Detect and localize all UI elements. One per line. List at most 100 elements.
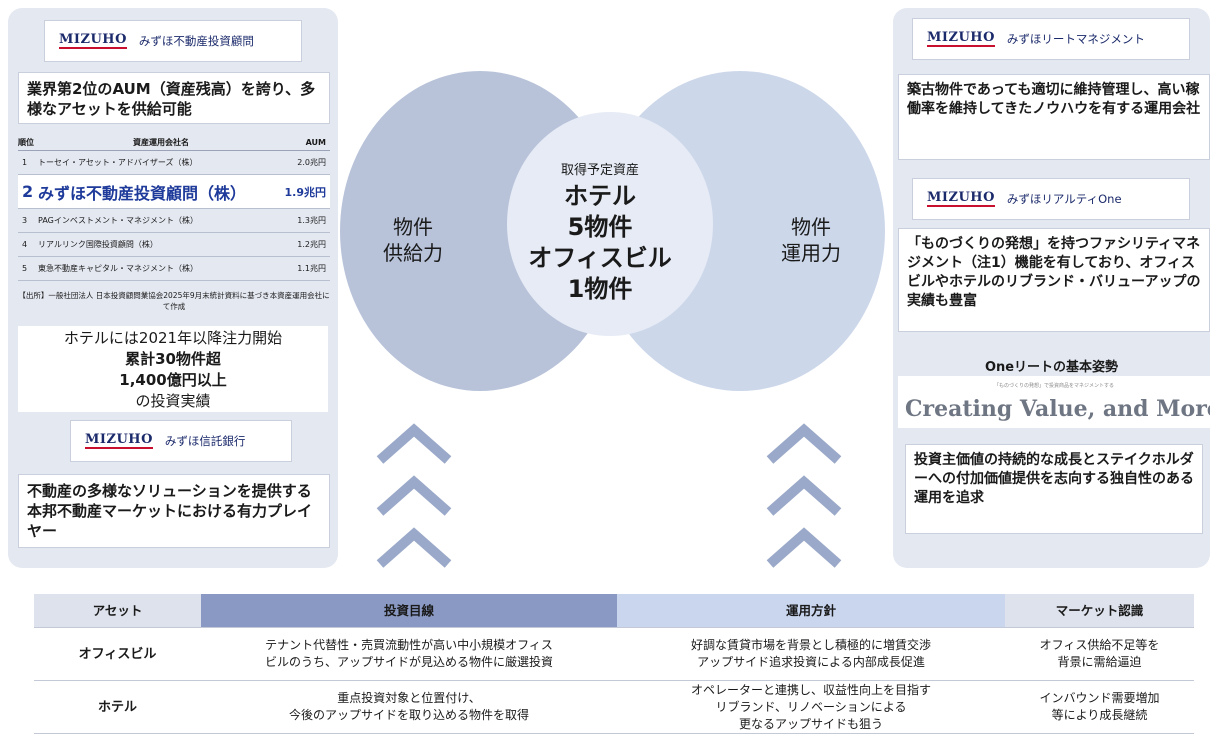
cell-line: 等により成長継続: [1051, 708, 1148, 722]
header-asset: アセット: [34, 594, 201, 627]
asset-cell: ホテル: [97, 699, 137, 715]
mizuho-brand: MIZUHO: [59, 32, 127, 49]
aum-ranking-table: 順位 資産運用会社名 AUM 1 トーセイ・アセット・アドバイザーズ（株） 2.…: [18, 135, 330, 281]
rank-aum: 1.9兆円: [284, 185, 327, 199]
center-asset-circle: [507, 112, 713, 336]
rank-aum: 2.0兆円: [297, 158, 326, 167]
chevron-up-icon: [376, 475, 452, 516]
cell-line: ビルのうち、アップサイドが見込める物件に厳選投資: [264, 655, 553, 669]
header-operation-policy: 運用方針: [617, 594, 1005, 627]
company-header: 資産運用会社名: [133, 138, 189, 147]
cell-line: 重点投資対象と位置付け、: [337, 691, 481, 705]
aum-header: AUM: [305, 138, 326, 147]
rank-company: PAGインベストメント・マネジメント（株）: [38, 216, 199, 225]
track-line: 1,400億円以上: [119, 371, 227, 389]
chevron-up-icon: [376, 423, 452, 464]
company-name: みずほリートマネジメント: [1006, 32, 1145, 46]
ranking-row: 4 リアルリンク国際投資顧問（株） 1.2兆円: [18, 233, 330, 257]
ranking-row: 1 トーセイ・アセット・アドバイザーズ（株） 2.0兆円: [18, 151, 330, 175]
left-chevrons: [376, 423, 452, 568]
rank-number: 2: [22, 182, 34, 201]
company-name: みずほ信託銀行: [164, 434, 246, 448]
operation-label-line: 物件: [791, 215, 831, 239]
track-line: 累計30物件超: [125, 350, 221, 368]
chevron-up-icon: [766, 423, 842, 464]
rank-number: 5: [22, 264, 28, 273]
mizuho-brand: MIZUHO: [85, 432, 153, 449]
planned-hotel: ホテル: [564, 182, 636, 210]
asset-cell: オフィスビル: [78, 646, 157, 662]
rank-company: 東急不動産キャピタル・マネジメント（株）: [38, 264, 198, 273]
cell-line: 好調な賃貸市場を背景とし積極的に増賃交渉: [690, 638, 931, 652]
planned-office: オフィスビル: [528, 244, 672, 272]
aum-headline: 業界第2位のAUM（資産残高）を誇り、多様なアセットを供給可能: [18, 72, 330, 124]
supply-label-line: 供給力: [383, 241, 443, 265]
planned-hotel-count: 5物件: [567, 213, 633, 241]
asset-strategy-table: アセット 投資目線 運用方針 マーケット認識 オフィスビル テナント代替性・売買…: [34, 594, 1194, 734]
rank-company: リアルリンク国際投資顧問（株）: [38, 240, 158, 249]
mizuho-realty-logo: MIZUHO みずほリアルティOne: [912, 178, 1190, 220]
ranking-row: 5 東急不動産キャピタル・マネジメント（株） 1.1兆円: [18, 257, 330, 281]
chevron-up-icon: [376, 527, 452, 568]
chevron-up-icon: [766, 475, 842, 516]
market-cell: インバウンド需要増加 等により成長継続: [1005, 681, 1194, 733]
operation-policy-cell: オペレーターと連携し、収益性向上を目指す リブランド、リノベーションによる 更な…: [617, 681, 1005, 733]
rank-header: 順位: [18, 138, 34, 147]
planned-assets: 取得予定資産 ホテル 5物件 オフィスビル 1物件: [500, 161, 700, 305]
company-name: みずほ不動産投資顧問: [138, 34, 254, 48]
cell-line: アップサイド追求投資による内部成長促進: [697, 655, 925, 669]
planned-assets-title: 取得予定資産: [560, 163, 639, 178]
reit-description: 築古物件であっても適切に維持管理し、高い稼働率を維持してきたノウハウを有する運用…: [898, 74, 1210, 160]
table-header-row: アセット 投資目線 運用方針 マーケット認識: [34, 594, 1194, 628]
market-cell: オフィス供給不足等を 背景に需給逼迫: [1005, 628, 1194, 680]
track-line: ホテルには2021年以降注力開始: [63, 329, 283, 347]
header-investment-view: 投資目線: [201, 594, 617, 627]
table-row: オフィスビル テナント代替性・売買流動性が高い中小規模オフィス ビルのうち、アッ…: [34, 628, 1194, 681]
cell-line: 背景に需給逼迫: [1057, 655, 1142, 669]
cell-line: 更なるアップサイドも狙う: [738, 716, 883, 731]
rank-number: 1: [22, 158, 28, 167]
supply-label: 物件 供給力: [368, 214, 458, 266]
table-row: ホテル 重点投資対象と位置付け、 今後のアップサイドを取り込める物件を取得 オペ…: [34, 681, 1194, 734]
right-chevrons: [766, 423, 842, 568]
policy-description: 投資主価値の持続的な成長とステイクホルダーへの付加価値提供を志向する独自性のある…: [905, 444, 1203, 534]
ranking-row: 3 PAGインベストメント・マネジメント（株） 1.3兆円: [18, 209, 330, 233]
venn-diagram: [340, 71, 885, 391]
rank-aum: 1.1兆円: [297, 264, 326, 273]
rank-aum: 1.3兆円: [297, 216, 326, 225]
cell-line: オフィス供給不足等を: [1039, 638, 1160, 652]
creating-value-slogan: Creating Value, and More: [905, 396, 1210, 422]
creating-value-banner: [898, 376, 1210, 428]
mizuho-trust-logo: MIZUHO みずほ信託銀行: [70, 420, 292, 462]
mizuho-reit-logo: MIZUHO みずほリートマネジメント: [912, 18, 1190, 60]
basic-stance-title: Oneリートの基本姿勢: [984, 360, 1119, 375]
cell-line: インバウンド需要増加: [1039, 691, 1160, 705]
ranking-header: 順位 資産運用会社名 AUM: [18, 135, 330, 151]
mizuho-brand: MIZUHO: [927, 190, 995, 207]
cell-line: テナント代替性・売買流動性が高い中小規模オフィス: [265, 638, 553, 652]
hotel-track-record: ホテルには2021年以降注力開始 累計30物件超 1,400億円以上 の投資実績: [18, 326, 328, 412]
header-market: マーケット認識: [1005, 594, 1194, 627]
operation-label-line: 運用力: [781, 241, 841, 265]
rank-number: 4: [22, 240, 28, 249]
rank-company: トーセイ・アセット・アドバイザーズ（株）: [38, 158, 198, 167]
planned-office-count: 1物件: [567, 275, 633, 303]
realty-description: 「ものづくりの発想」を持つファシリティマネジメント（注1）機能を有しており、オフ…: [898, 228, 1210, 332]
mizuho-investment-logo: MIZUHO みずほ不動産投資顧問: [44, 20, 302, 62]
supply-label-line: 物件: [393, 215, 433, 239]
investment-view-cell: テナント代替性・売買流動性が高い中小規模オフィス ビルのうち、アップサイドが見込…: [201, 628, 617, 680]
creating-subtitle: 「ものづくりの発想」で投資商品をマネジメントする: [993, 383, 1114, 389]
chevron-up-icon: [766, 527, 842, 568]
cell-line: 今後のアップサイドを取り込める物件を取得: [288, 708, 529, 722]
ranking-row-highlight: 2 みずほ不動産投資顧問（株） 1.9兆円: [18, 175, 330, 209]
rank-number: 3: [22, 216, 28, 225]
operation-label: 物件 運用力: [766, 214, 856, 266]
operation-policy-cell: 好調な賃貸市場を背景とし積極的に増賃交渉 アップサイド追求投資による内部成長促進: [617, 628, 1005, 680]
ranking-source-note: 【出所】一般社団法人 日本投資顧問業協会2025年9月末統計資料に基づき本資産運…: [18, 291, 330, 311]
cell-line: リブランド、リノベーションによる: [715, 699, 907, 714]
trust-description: 不動産の多様なソリューションを提供する本邦不動産マーケットにおける有力プレイヤー: [18, 474, 330, 548]
rank-company: みずほ不動産投資顧問（株）: [38, 183, 247, 203]
mizuho-brand: MIZUHO: [927, 30, 995, 47]
company-name: みずほリアルティOne: [1006, 192, 1122, 206]
cell-line: オペレーターと連携し、収益性向上を目指す: [690, 682, 931, 697]
